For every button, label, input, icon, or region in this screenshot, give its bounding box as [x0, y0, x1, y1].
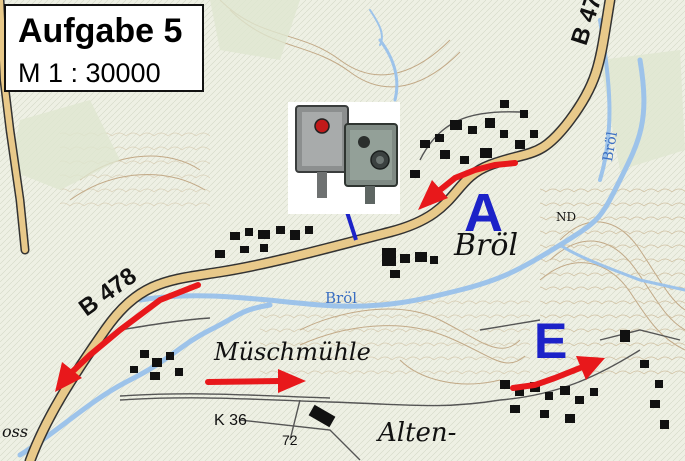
camera-location-mark — [345, 211, 358, 241]
route-arrowhead-muschmuhle — [278, 369, 306, 393]
settlement-muschmuhle — [130, 350, 183, 380]
settlement-alten — [308, 330, 669, 429]
road-label-k36: K 36 — [214, 412, 247, 429]
route-start-marker: A — [464, 183, 503, 243]
label-nd: ND — [556, 210, 577, 224]
speed-camera-icon — [288, 102, 400, 214]
place-label-brol: Bröl — [454, 228, 519, 263]
relief-shading-east — [540, 180, 685, 380]
relief-shading-south — [260, 300, 530, 380]
route-arrow-muschmuhle-segment — [205, 378, 283, 385]
place-label-edge-oss: oss — [2, 422, 29, 441]
route-arrow-start-segment — [437, 160, 518, 193]
road-b478 — [0, 0, 616, 461]
title-box: Aufgabe 5 M 1 : 30000 — [4, 4, 204, 92]
route-arrow-end-segment — [510, 365, 583, 391]
place-label-muschmuhle: Müschmühle — [214, 338, 371, 366]
spot-height-72: 72 — [282, 432, 298, 448]
river-label-brol: Bröl — [325, 289, 358, 307]
settlement-brol — [215, 100, 538, 278]
route-arrowhead-start — [418, 180, 448, 210]
route-arrow-west-segment — [69, 282, 201, 375]
route-end-marker: E — [534, 313, 568, 369]
rivers — [17, 9, 685, 458]
map-scale: M 1 : 30000 — [18, 58, 161, 88]
place-label-alten: Alten- — [378, 418, 457, 448]
route-arrowhead-west — [55, 362, 82, 392]
route-arrowhead-end — [576, 356, 605, 380]
route-arrows — [55, 160, 605, 393]
map-title: Aufgabe 5 — [18, 12, 183, 50]
